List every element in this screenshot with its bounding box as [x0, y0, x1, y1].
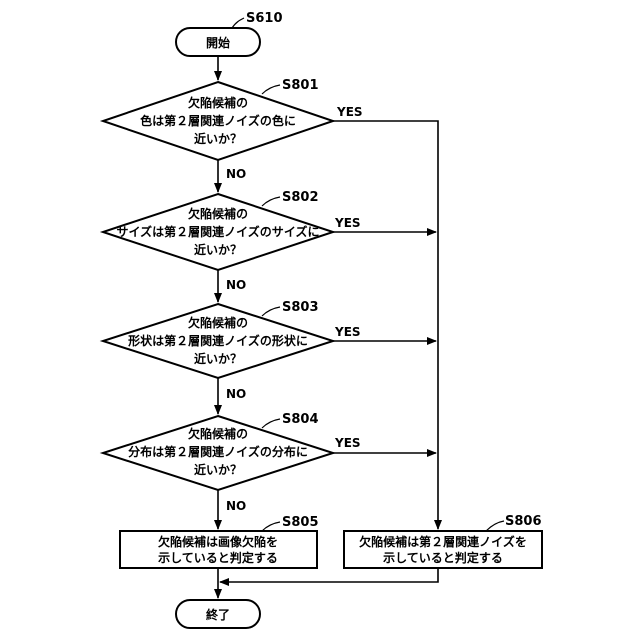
no-label-d2: NO — [226, 278, 246, 292]
step-leader — [262, 419, 280, 428]
decision-size: 欠陥候補の サイズは第２層関連ノイズのサイズに 近いか？ — [103, 194, 333, 270]
end-label: 終了 — [206, 607, 230, 622]
yes-label-d2: YES — [334, 216, 361, 230]
process-noise-line2: 示していると判定する — [382, 550, 503, 565]
no-label-d1: NO — [226, 167, 246, 181]
decision-shape-line3: 近いか？ — [194, 351, 242, 366]
step-leader — [262, 85, 280, 94]
step-id-p1: S805 — [282, 515, 319, 530]
no-label-d4: NO — [226, 499, 246, 513]
decision-distribution-line2: 分布は第２層関連ノイズの分布に — [128, 444, 308, 459]
yes-label-d1: YES — [336, 105, 363, 119]
process-image-defect-line2: 示していると判定する — [157, 550, 278, 565]
decision-distribution-line1: 欠陥候補の — [188, 426, 248, 441]
step-leader — [262, 197, 280, 206]
step-leader — [262, 307, 280, 316]
step-id-d2: S802 — [282, 190, 319, 205]
step-leader — [232, 18, 244, 28]
decision-color-line1: 欠陥候補の — [188, 95, 248, 110]
process-image-defect-line1: 欠陥候補は画像欠陥を — [158, 534, 278, 549]
decision-size-line3: 近いか？ — [194, 242, 242, 257]
process-image-defect: 欠陥候補は画像欠陥を 示していると判定する — [120, 531, 317, 568]
end-terminal: 終了 — [176, 600, 260, 628]
no-label-d3: NO — [226, 387, 246, 401]
decision-distribution-line3: 近いか？ — [194, 462, 242, 477]
decision-size-line2: サイズは第２層関連ノイズのサイズに — [117, 224, 320, 239]
start-terminal: 開始 — [176, 28, 260, 56]
step-id-d1: S801 — [282, 78, 319, 93]
decision-shape-line1: 欠陥候補の — [188, 315, 248, 330]
process-noise-line1: 欠陥候補は第２層関連ノイズを — [359, 534, 527, 549]
process-noise: 欠陥候補は第２層関連ノイズを 示していると判定する — [344, 531, 542, 568]
step-id-d3: S803 — [282, 300, 319, 315]
merge-line — [220, 568, 438, 582]
decision-color: 欠陥候補の 色は第２層関連ノイズの色に 近いか？ — [103, 82, 333, 160]
yes-label-d3: YES — [334, 325, 361, 339]
step-id-p2: S806 — [505, 514, 542, 529]
decision-shape-line2: 形状は第２層関連ノイズの形状に — [128, 333, 308, 348]
step-leader — [262, 522, 280, 531]
start-label: 開始 — [206, 35, 230, 50]
step-id-d4: S804 — [282, 412, 319, 427]
decision-shape: 欠陥候補の 形状は第２層関連ノイズの形状に 近いか？ — [103, 304, 333, 378]
decision-size-line1: 欠陥候補の — [188, 206, 248, 221]
decision-color-line2: 色は第２層関連ノイズの色に — [140, 113, 296, 128]
yes-label-d4: YES — [334, 436, 361, 450]
step-leader — [486, 521, 504, 531]
decision-color-line3: 近いか？ — [194, 131, 242, 146]
step-id-start: S610 — [246, 11, 283, 26]
decision-distribution: 欠陥候補の 分布は第２層関連ノイズの分布に 近いか？ — [103, 416, 333, 490]
